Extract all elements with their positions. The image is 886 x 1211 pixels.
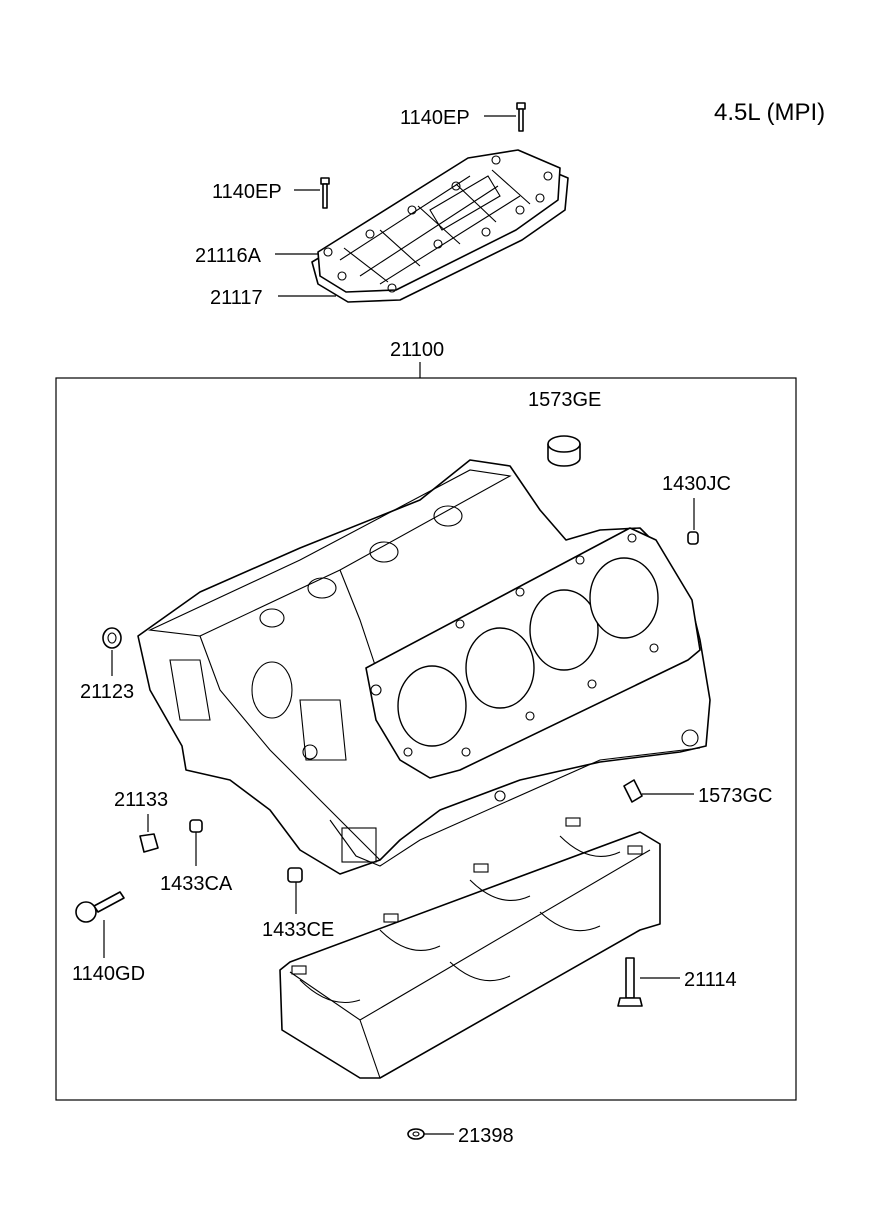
label-1573gc: 1573GC <box>698 785 773 807</box>
label-21133: 21133 <box>114 789 168 811</box>
plug-21133 <box>139 833 159 853</box>
diagram-title: 4.5L (MPI) <box>714 99 825 126</box>
pin-1430jc <box>687 531 699 545</box>
dowel-1433ca <box>189 819 203 833</box>
assembly-frame <box>55 377 797 1101</box>
plug-21123 <box>102 627 122 649</box>
label-1433ce: 1433CE <box>262 919 334 941</box>
label-1140gd: 1140GD <box>72 963 145 985</box>
label-21116a: 21116A <box>195 245 262 267</box>
bolt-1140ep-mid <box>320 177 330 209</box>
bolt-21114 <box>617 957 643 1007</box>
label-1430jc: 1430JC <box>662 473 731 495</box>
label-21123: 21123 <box>80 681 134 703</box>
label-21117: 21117 <box>210 287 263 309</box>
label-1140ep-mid: 1140EP <box>212 181 282 203</box>
engine-block <box>137 459 711 875</box>
label-21100: 21100 <box>390 339 444 361</box>
bedplate <box>279 817 661 1079</box>
cover-and-gasket <box>311 149 569 303</box>
label-1433ca: 1433CA <box>160 873 233 895</box>
plug-1573gc <box>623 779 643 803</box>
label-21398: 21398 <box>458 1125 514 1147</box>
bolt-1140ep-top <box>516 102 526 132</box>
bolt-1140gd <box>75 891 125 923</box>
label-1573ge: 1573GE <box>528 389 601 411</box>
plug-1573ge <box>547 435 581 467</box>
label-21114: 21114 <box>684 969 737 991</box>
dowel-1433ce <box>287 867 303 883</box>
washer-21398 <box>407 1128 425 1140</box>
label-1140ep-top: 1140EP <box>400 107 470 129</box>
